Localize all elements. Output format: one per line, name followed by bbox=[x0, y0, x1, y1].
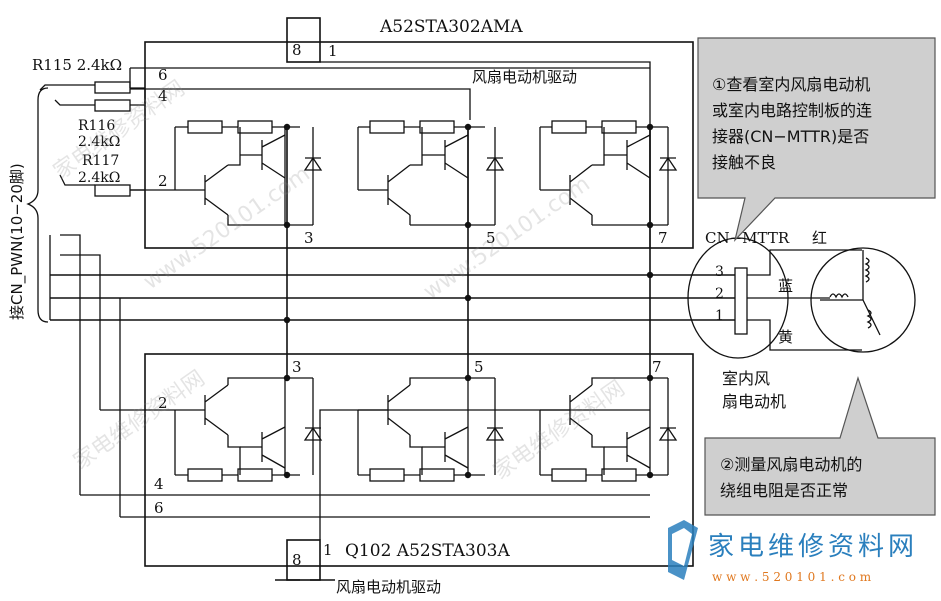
resistor-r117 bbox=[94, 184, 131, 197]
input-resistors: R115 2.4kΩ R116 2.4kΩ R117 2.4kΩ bbox=[32, 56, 146, 197]
bottom-pin3-label: 3 bbox=[292, 358, 302, 376]
top-module-function-label: 风扇电动机驱动 bbox=[472, 68, 577, 86]
resistor-r116 bbox=[94, 99, 131, 112]
bottom-pin1-label: 1 bbox=[323, 541, 333, 559]
top-pin3-label: 3 bbox=[304, 229, 314, 247]
connector-pin2-label: 2 bbox=[715, 286, 724, 302]
cn-mttr-connector: 3 2 1 CN−MTTR 红 蓝 黄 bbox=[687, 229, 862, 359]
cn-pwn-brace: 接CN_PWN(10−20脚) bbox=[8, 87, 49, 323]
cn-pwn-label: 接CN_PWN(10−20脚) bbox=[8, 163, 27, 320]
top-driver-module: 8 1 A52STA302AMA 风扇电动机驱动 6 4 2 3 5 7 bbox=[130, 17, 694, 249]
wire-yellow-label: 黄 bbox=[778, 328, 793, 346]
bottom-pin4-label: 4 bbox=[154, 475, 164, 493]
top-pin8-tab bbox=[286, 17, 321, 63]
r115-label: R115 2.4kΩ bbox=[32, 56, 122, 74]
bottom-pin6-label: 6 bbox=[154, 499, 164, 517]
motor-winding-bottom bbox=[866, 309, 872, 329]
bottom-driver-cell-2 bbox=[357, 377, 505, 482]
connector-name-label: CN−MTTR bbox=[705, 229, 790, 247]
r116-value-label: 2.4kΩ bbox=[78, 134, 120, 150]
bottom-pin7-label: 7 bbox=[652, 358, 662, 376]
bottom-driver-module: 8 1 Q102 A52STA303A 风扇电动机驱动 2 4 6 3 5 7 bbox=[80, 353, 694, 596]
bottom-module-outline bbox=[144, 353, 694, 567]
note1-line3: 接器(CN−MTTR)是否 bbox=[712, 127, 869, 146]
note-box-2: ②测量风扇电动机的 绕组电阻是否正常 bbox=[704, 376, 936, 516]
motor-circle bbox=[810, 247, 916, 353]
top-driver-cell-1 bbox=[174, 120, 323, 226]
motor-winding-left bbox=[829, 293, 849, 299]
top-module-outline bbox=[144, 41, 694, 249]
fan-motor: 室内风 扇电动机 bbox=[722, 247, 916, 411]
connector-pin1-label: 1 bbox=[715, 308, 724, 324]
top-driver-cell-2 bbox=[357, 120, 505, 226]
r117-value-label: 2.4kΩ bbox=[78, 170, 120, 186]
motor-label-line1: 室内风 bbox=[722, 369, 770, 388]
top-pin8-label: 8 bbox=[292, 41, 302, 59]
brand-logo: 家电维修资料网 w w w . 5 2 0 1 0 1 . c o m bbox=[668, 520, 918, 584]
watermark-text-3: 家电维修资料网 bbox=[69, 366, 210, 475]
bottom-pin8-label: 8 bbox=[292, 551, 302, 569]
watermark-text-4: www.520101.com bbox=[419, 171, 595, 304]
watermark-layer: 家电维修资料网 www.520101.com 家电维修资料网 www.52010… bbox=[49, 76, 630, 485]
bottom-pin5-label: 5 bbox=[474, 358, 484, 376]
r116-name-label: R116 bbox=[78, 118, 115, 134]
top-pin1-label: 1 bbox=[328, 42, 338, 60]
note2-line2: 绕组电阻是否正常 bbox=[720, 481, 848, 500]
note1-line1: ①查看室内风扇电动机 bbox=[712, 75, 870, 94]
note2-line1: ②测量风扇电动机的 bbox=[720, 455, 862, 474]
top-pin7-label: 7 bbox=[658, 229, 668, 247]
bottom-pin2-label: 2 bbox=[158, 394, 168, 412]
top-driver-cell-3 bbox=[539, 120, 678, 226]
note1-line4: 接触不良 bbox=[712, 153, 776, 172]
bottom-pin8-tab bbox=[286, 539, 321, 581]
brand-logo-url: w w w . 5 2 0 1 0 1 . c o m bbox=[712, 570, 872, 584]
phase-bus-wires bbox=[49, 127, 735, 517]
motor-winding-top bbox=[864, 257, 870, 283]
bottom-driver-cell-1 bbox=[174, 377, 323, 482]
note1-line2: 或室内电路控制板的连 bbox=[712, 101, 872, 120]
bottom-module-function-label: 风扇电动机驱动 bbox=[336, 578, 441, 596]
wire-blue-label: 蓝 bbox=[778, 277, 793, 295]
wire-red-label: 红 bbox=[812, 229, 827, 247]
top-pin2-label: 2 bbox=[158, 172, 168, 190]
r117-name-label: R117 bbox=[82, 153, 119, 169]
note-box-1: ①查看室内风扇电动机 或室内电路控制板的连 接器(CN−MTTR)是否 接触不良 bbox=[697, 37, 936, 243]
bottom-driver-cell-3 bbox=[539, 377, 678, 482]
top-pin4-label: 4 bbox=[158, 87, 168, 105]
top-pin6-label: 6 bbox=[158, 66, 168, 84]
brand-logo-text: 家电维修资料网 bbox=[708, 532, 918, 562]
motor-label-line2: 扇电动机 bbox=[722, 392, 786, 411]
top-pin5-label: 5 bbox=[486, 229, 496, 247]
connector-body bbox=[734, 267, 748, 335]
connector-pin3-label: 3 bbox=[715, 264, 724, 280]
junction-dots bbox=[283, 123, 654, 479]
top-module-part-number: A52STA302AMA bbox=[379, 17, 523, 37]
bottom-module-part-number: Q102 A52STA303A bbox=[345, 541, 510, 561]
resistor-r115 bbox=[94, 81, 131, 94]
